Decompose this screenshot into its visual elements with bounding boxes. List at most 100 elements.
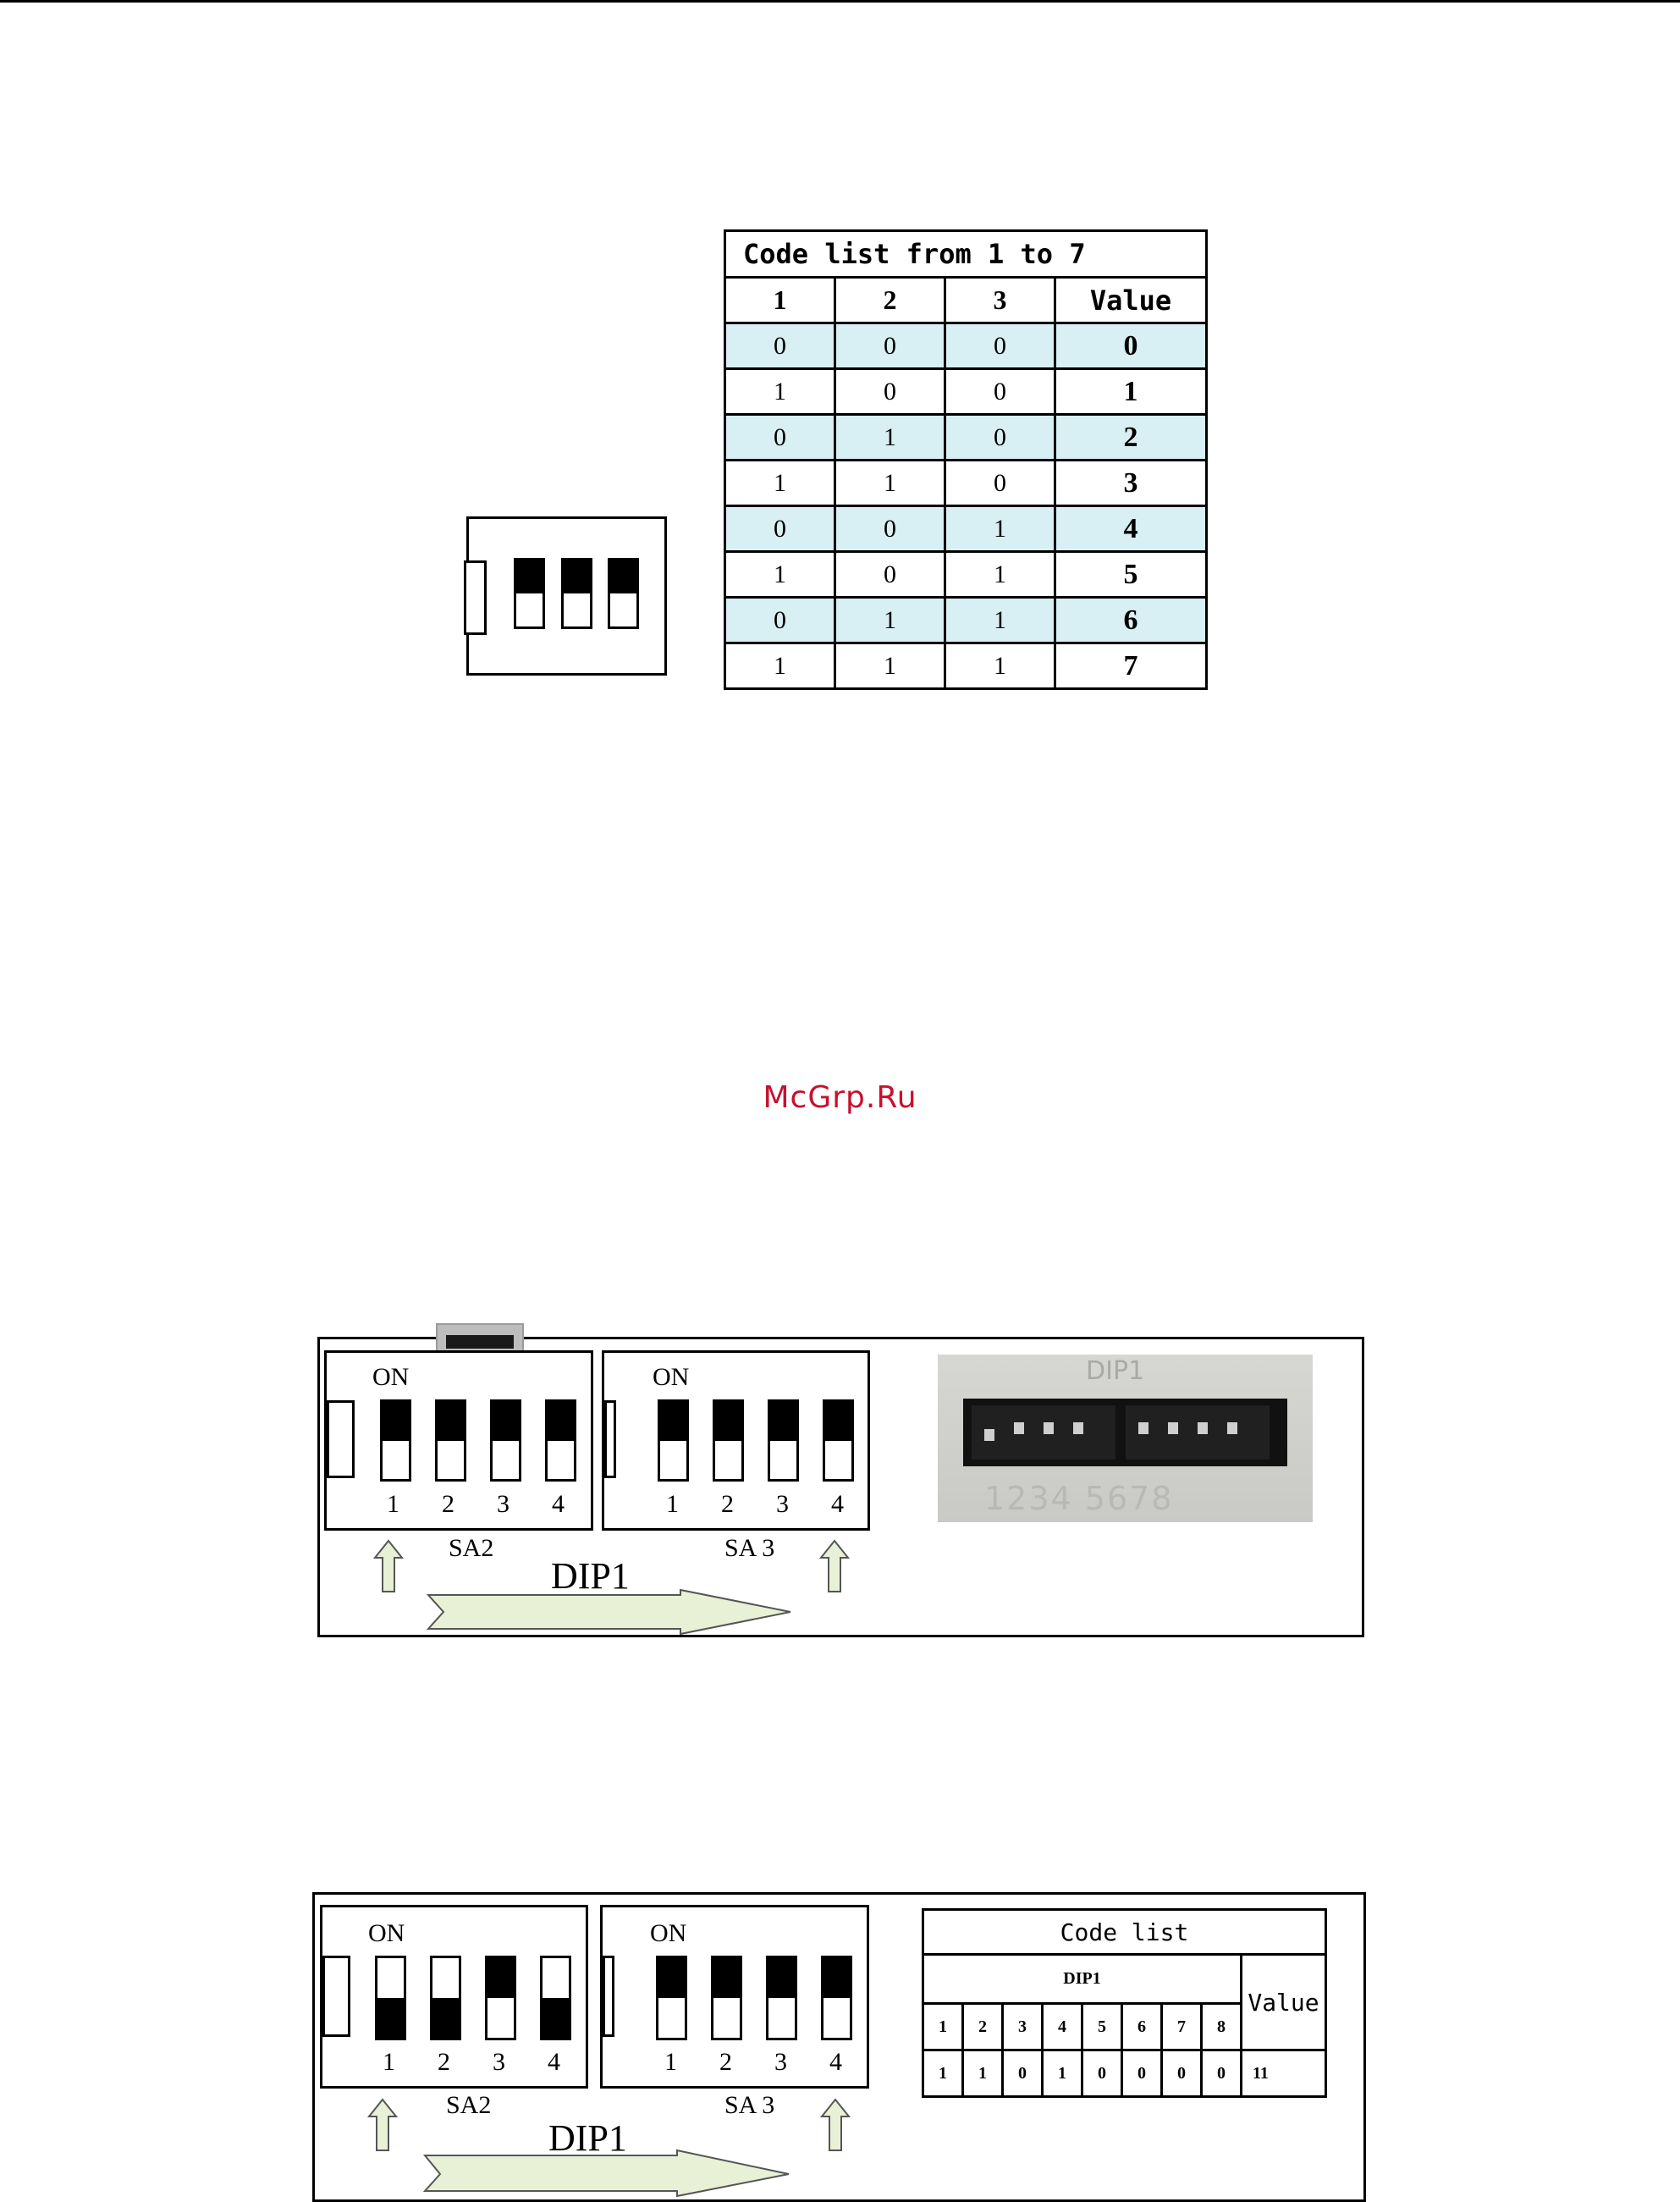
bit-cell: 0 (835, 369, 945, 415)
photo-bottom-label: 1234 5678 (984, 1480, 1174, 1517)
dip-bit-header: 2 (963, 2004, 1003, 2050)
switch-number: 2 (438, 2048, 450, 2077)
on-label: ON (372, 1363, 409, 1392)
dip-bit-state: 0 (1162, 2050, 1202, 2097)
value-cell: 4 (1055, 506, 1207, 552)
switch-3 (608, 558, 639, 629)
sa2-switch-1 (380, 1399, 411, 1482)
code-list-title: Code list (923, 1910, 1326, 1955)
dip-bit-state: 0 (1082, 2050, 1122, 2097)
switch-body-tab (603, 1956, 614, 2037)
switch-number: 1 (664, 2048, 677, 2077)
up-arrow-icon (373, 1539, 404, 1593)
switch-number: 1 (383, 2048, 395, 2077)
dip-bit-header: 5 (1082, 2004, 1122, 2050)
header-bit-3: 3 (945, 278, 1055, 323)
dip-switch-3-diagram (466, 516, 667, 676)
bit-cell: 0 (725, 415, 835, 461)
dip-switch-photo: DIP1 1234 5678 (938, 1355, 1313, 1522)
sa2-label: SA2 (449, 1534, 493, 1563)
value-cell: 0 (1055, 323, 1207, 369)
dip1-group-header: DIP1 (923, 1955, 1242, 2004)
switch-body-tab (322, 1956, 350, 2037)
dip-bit-state: 1 (1043, 2050, 1082, 2097)
switch-number: 4 (552, 1490, 565, 1519)
bit-cell: 0 (945, 369, 1055, 415)
sa3-label: SA 3 (724, 1534, 774, 1563)
switch-number: 3 (776, 1490, 789, 1519)
sa3-switch-2 (711, 1956, 742, 2040)
bit-cell: 0 (725, 323, 835, 369)
dip1-arrow-label: DIP1 (548, 2116, 627, 2160)
bit-cell: 1 (945, 598, 1055, 643)
bit-cell: 1 (835, 461, 945, 506)
dip-value-cell: 11 (1242, 2050, 1326, 2097)
dip-bit-header: 6 (1122, 2004, 1162, 2050)
up-arrow-icon (819, 1539, 850, 1593)
switch-number: 4 (829, 2048, 842, 2077)
bit-cell: 0 (945, 415, 1055, 461)
switch-body-tab (327, 1400, 355, 1478)
sa2-switch-3 (490, 1399, 521, 1482)
bit-cell: 1 (945, 506, 1055, 552)
on-label: ON (653, 1363, 689, 1392)
sa3-label: SA 3 (724, 2091, 774, 2120)
switch-number: 1 (387, 1490, 399, 1519)
value-cell: 7 (1055, 643, 1207, 689)
sa3-switch-4 (821, 1956, 852, 2040)
switch-number: 3 (774, 2048, 787, 2077)
sa3-switch-block: ON 1 2 3 4 (602, 1350, 870, 1531)
switch-2 (561, 558, 592, 629)
dip-bit-header: 4 (1043, 2004, 1082, 2050)
dip-bit-header: 3 (1003, 2004, 1043, 2050)
sa2-switch-2 (435, 1399, 466, 1482)
photo-top-label: DIP1 (1086, 1356, 1144, 1386)
sa2-switch-3 (485, 1956, 516, 2040)
bit-cell: 0 (725, 506, 835, 552)
switch-number: 2 (719, 2048, 732, 2077)
watermark: McGrp.Ru (0, 1080, 1680, 1115)
sa2-switch-4 (545, 1399, 576, 1482)
sa3-switch-block: ON 1 2 3 4 (600, 1905, 869, 2089)
switch-body-tab (604, 1400, 616, 1478)
bit-cell: 0 (835, 552, 945, 598)
bit-cell: 1 (835, 598, 945, 643)
dip1-arrow-label: DIP1 (551, 1554, 630, 1598)
bit-cell: 1 (945, 552, 1055, 598)
dip-bit-state: 1 (963, 2050, 1003, 2097)
bit-cell: 1 (725, 643, 835, 689)
bit-cell: 0 (725, 598, 835, 643)
switch-number: 4 (831, 1490, 844, 1519)
bit-cell: 1 (725, 552, 835, 598)
header-value: Value (1055, 278, 1207, 323)
sa2-switch-1 (375, 1956, 406, 2040)
dip-bit-state: 1 (923, 2050, 963, 2097)
sa2-switch-block: ON 1 2 3 4 (320, 1905, 588, 2089)
sa2-switch-2 (430, 1956, 461, 2040)
switch-number: 1 (666, 1490, 679, 1519)
bit-cell: 0 (945, 323, 1055, 369)
sa3-switch-1 (658, 1399, 689, 1482)
top-rule (0, 0, 1680, 3)
on-label: ON (650, 1919, 686, 1948)
switch-number: 3 (497, 1490, 510, 1519)
code-list-title: Code list from 1 to 7 (725, 231, 1207, 278)
bit-cell: 1 (725, 461, 835, 506)
sa3-switch-1 (656, 1956, 687, 2040)
sa2-switch-4 (540, 1956, 571, 2040)
bit-cell: 0 (835, 323, 945, 369)
sa3-switch-3 (768, 1399, 799, 1482)
dip-bit-state: 0 (1122, 2050, 1162, 2097)
sa3-switch-4 (823, 1399, 854, 1482)
dip-bit-header: 8 (1202, 2004, 1242, 2050)
dip-bit-state: 0 (1202, 2050, 1242, 2097)
